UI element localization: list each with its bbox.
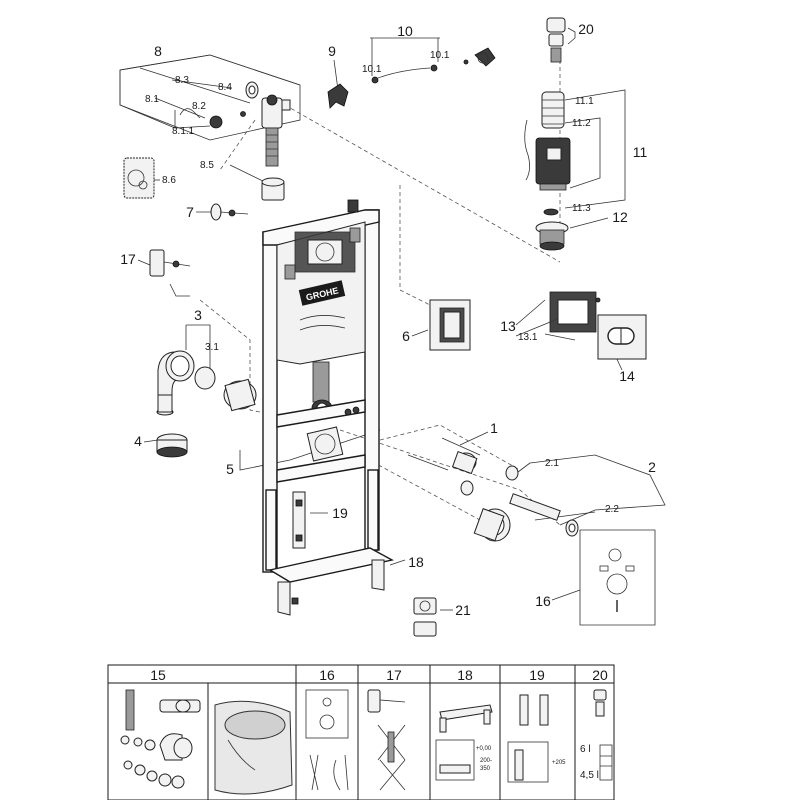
legend-18-dim-max: 350 — [480, 766, 491, 772]
legend-table: 15 16 17 18 19 20 — [107, 664, 615, 800]
legend-header-18: 18 — [457, 667, 473, 683]
label-1: 1 — [490, 420, 498, 436]
part-16-insulation-pad — [579, 529, 656, 626]
legend-cell-18-bracket: +0,00 200- 350 — [435, 704, 493, 781]
label-3: 3 — [194, 307, 202, 323]
label-8: 8 — [154, 43, 162, 59]
legend-cell-16-insulation — [305, 689, 349, 791]
label-8-4: 8.4 — [218, 82, 232, 93]
part-6-service-box — [429, 299, 471, 351]
label-16: 16 — [535, 593, 551, 609]
part-17-fixing-set — [149, 249, 191, 297]
legend-cell-19-reinforcement: +205 — [507, 694, 566, 783]
legend-header-16: 16 — [319, 667, 335, 683]
legend-header-20: 20 — [592, 667, 608, 683]
label-11-3: 11.3 — [572, 203, 591, 214]
label-10: 10 — [397, 23, 413, 39]
connector-sleeve — [223, 378, 257, 412]
label-8-6: 8.6 — [162, 175, 176, 186]
part-19-reinforcement — [292, 491, 306, 549]
label-10-1-right: 10.1 — [430, 50, 450, 61]
part-3-1-seal — [194, 366, 216, 390]
label-11-2: 11.2 — [572, 118, 591, 129]
part-10-hose — [371, 47, 496, 84]
guide-lines — [199, 60, 561, 526]
part-7-wall-anchor — [210, 203, 249, 221]
label-2: 2 — [648, 459, 656, 475]
part-20-adapter — [546, 17, 566, 63]
wc-frame: GROHE — [262, 199, 380, 573]
label-20: 20 — [578, 21, 594, 37]
label-21: 21 — [455, 602, 471, 618]
legend-header-19: 19 — [529, 667, 545, 683]
part-2-flush-pipe — [473, 493, 579, 542]
label-14: 14 — [619, 368, 635, 384]
label-11-1: 11.1 — [575, 96, 594, 107]
label-7: 7 — [186, 204, 194, 220]
label-11: 11 — [633, 144, 648, 160]
legend-19-dim: +205 — [552, 760, 566, 766]
part-labels: 8 8.3 8.4 8.1 8.2 8.1.1 8.5 8.6 9 10 10.… — [120, 21, 656, 618]
label-12: 12 — [612, 209, 628, 225]
part-1-threaded-rods — [407, 437, 519, 496]
legend-cell-17-fixings — [367, 689, 406, 791]
label-2-1: 2.1 — [545, 458, 559, 469]
label-8-3: 8.3 — [175, 75, 189, 86]
legend-20-volume-reduced: 4,5 l — [580, 770, 599, 781]
legend-header-17: 17 — [386, 667, 402, 683]
part-4-cap — [156, 433, 188, 458]
part-18-support-bracket — [268, 547, 394, 616]
label-5: 5 — [226, 461, 234, 477]
label-8-2: 8.2 — [192, 101, 206, 112]
label-10-1-left: 10.1 — [362, 64, 382, 75]
legend-18-dim-zero: +0,00 — [476, 746, 492, 752]
label-8-1: 8.1 — [145, 94, 159, 105]
legend-header-15: 15 — [150, 667, 166, 683]
legend-cell-15-wc-image — [214, 700, 293, 795]
label-13-1: 13.1 — [518, 332, 538, 343]
part-12-valve-seat — [535, 221, 569, 251]
part-14-flush-plate — [597, 314, 647, 360]
part-13-mounting-frame — [549, 291, 601, 333]
legend-18-dim-min: 200- — [480, 758, 492, 764]
legend-cell-15-parts — [120, 689, 201, 789]
part-9-bracket — [327, 83, 349, 109]
part-8-valve-assembly — [119, 54, 301, 201]
label-6: 6 — [402, 328, 410, 344]
label-17: 17 — [120, 251, 136, 267]
legend-20-volume-full: 6 l — [580, 744, 591, 755]
label-19: 19 — [332, 505, 348, 521]
label-8-5: 8.5 — [200, 160, 214, 171]
label-8-1-1: 8.1.1 — [172, 126, 195, 137]
label-3-1: 3.1 — [205, 342, 219, 353]
label-13: 13 — [500, 318, 516, 334]
part-11-flush-valve — [524, 91, 571, 216]
legend-cell-20-adapter: 6 l 4,5 l — [580, 689, 613, 781]
label-4: 4 — [134, 433, 142, 449]
label-9: 9 — [328, 43, 336, 59]
label-18: 18 — [408, 554, 424, 570]
label-2-2: 2.2 — [605, 504, 619, 515]
part-21-clamps — [413, 597, 437, 637]
part-3-bend — [156, 350, 195, 416]
